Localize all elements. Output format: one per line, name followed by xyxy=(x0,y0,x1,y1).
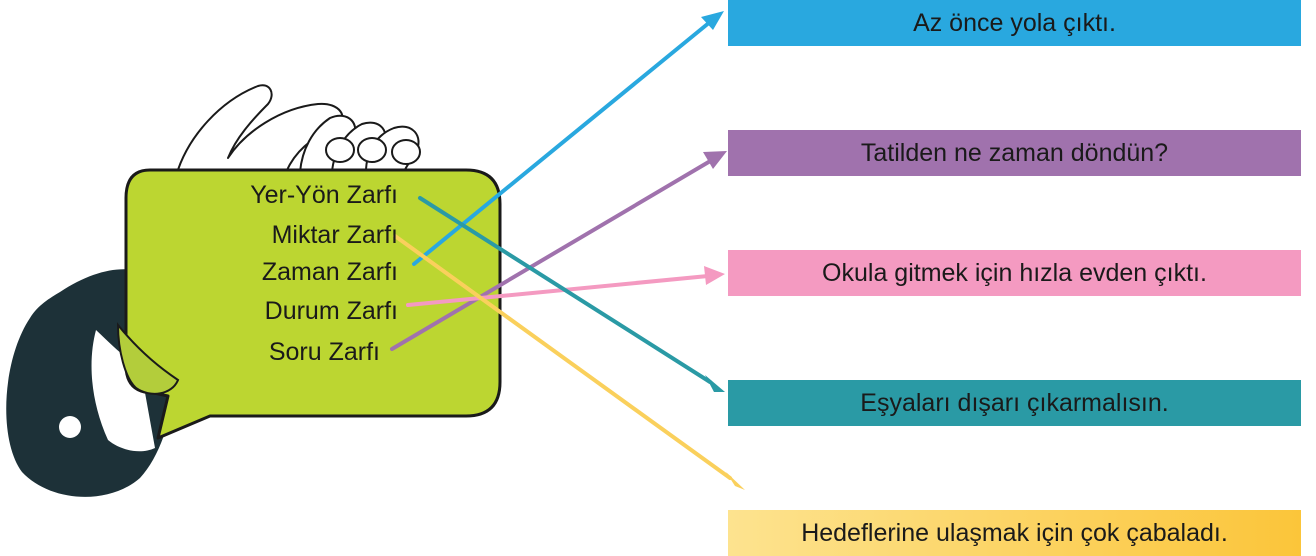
arrow-miktar xyxy=(393,234,732,480)
arrow-yer-yon xyxy=(418,196,712,384)
sentence-4: Eşyaları dışarı çıkarmalısın. xyxy=(860,389,1169,417)
sentence-box-2 xyxy=(728,130,1301,176)
sentence-2: Tatilden ne zaman döndün? xyxy=(860,139,1169,167)
arrowhead-durum xyxy=(704,266,725,285)
sentence-box-4 xyxy=(728,380,1301,426)
sentence-1: Az önce yola çıktı. xyxy=(913,9,1116,37)
arrowhead-zaman xyxy=(701,11,724,30)
fingernails xyxy=(325,137,421,165)
zarf-label-durum: Durum Zarfı xyxy=(264,297,398,325)
sentence-3: Okula gitmek için hızla evden çıktı. xyxy=(822,259,1207,287)
sentence-box-3 xyxy=(728,250,1301,296)
arrowhead-miktar xyxy=(726,472,745,490)
sentence-box-1 xyxy=(728,0,1301,46)
sentence-5: Hedeflerine ulaşmak için çok çabaladı. xyxy=(801,519,1228,547)
cufflink xyxy=(59,416,81,438)
zarf-label-soru: Soru Zarfı xyxy=(268,338,380,366)
zarf-label-zaman: Zaman Zarfı xyxy=(261,258,398,286)
speech-bubble xyxy=(124,168,502,440)
arrow-soru xyxy=(390,158,714,351)
zarf-label-miktar: Miktar Zarfı xyxy=(271,221,398,249)
connector-arrows xyxy=(390,11,745,490)
arrowhead-yer-yon xyxy=(705,375,725,392)
arrowhead-soru xyxy=(703,151,727,169)
arrow-zaman xyxy=(412,20,712,266)
cuff xyxy=(91,330,155,452)
hand xyxy=(175,84,420,177)
sentence-box-5 xyxy=(728,510,1301,556)
arrow-durum xyxy=(406,274,710,307)
thumb xyxy=(116,322,180,395)
zarf-label-yer-yon: Yer-Yön Zarfı xyxy=(250,181,398,209)
